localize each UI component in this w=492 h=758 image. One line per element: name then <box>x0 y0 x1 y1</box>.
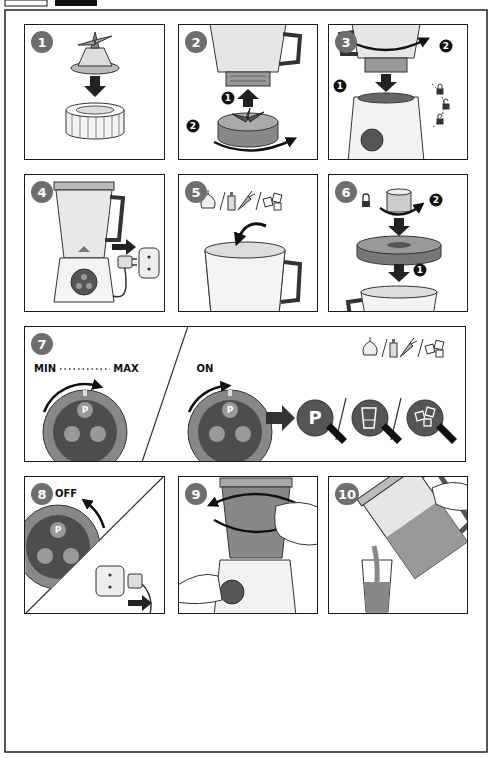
step-panel: 8 <box>24 476 165 614</box>
switch-label: ON <box>197 364 214 374</box>
button-label: P <box>227 406 234 415</box>
step-number: 10 <box>335 483 359 505</box>
callout-number: 2 <box>187 120 200 133</box>
step-panel: 9 <box>178 476 318 614</box>
step-panel: 2 <box>178 24 318 160</box>
step-panel: 1 <box>24 24 165 160</box>
switch-label: OFF <box>55 489 77 499</box>
step-number: 4 <box>31 181 53 203</box>
step-number: 6 <box>335 181 357 203</box>
step-panel: 4 <box>24 174 165 312</box>
step-number: 1 <box>31 31 53 53</box>
step-number: 3 <box>335 31 357 53</box>
speed-label: MIN <box>34 364 56 374</box>
step-number: 5 <box>185 181 207 203</box>
step-panel: 7 <box>24 326 466 462</box>
callout-number: 1 <box>334 80 347 93</box>
step-number: 2 <box>185 31 207 53</box>
button-label: P <box>82 406 89 415</box>
callout-number: 2 <box>440 40 453 53</box>
speed-label: MAX <box>113 364 138 374</box>
step-panel: 10 <box>328 476 468 614</box>
callout-number: 1 <box>414 264 427 277</box>
button-label: P <box>308 409 321 427</box>
callout-number: 1 <box>222 92 235 105</box>
button-label: P <box>55 526 62 535</box>
step-number: 8 <box>31 483 53 505</box>
step-number: 7 <box>31 333 53 355</box>
step-panel: 6 <box>328 174 468 312</box>
callout-number: 2 <box>430 194 443 207</box>
step-panel: 5 <box>178 174 318 312</box>
step-number: 9 <box>185 483 207 505</box>
